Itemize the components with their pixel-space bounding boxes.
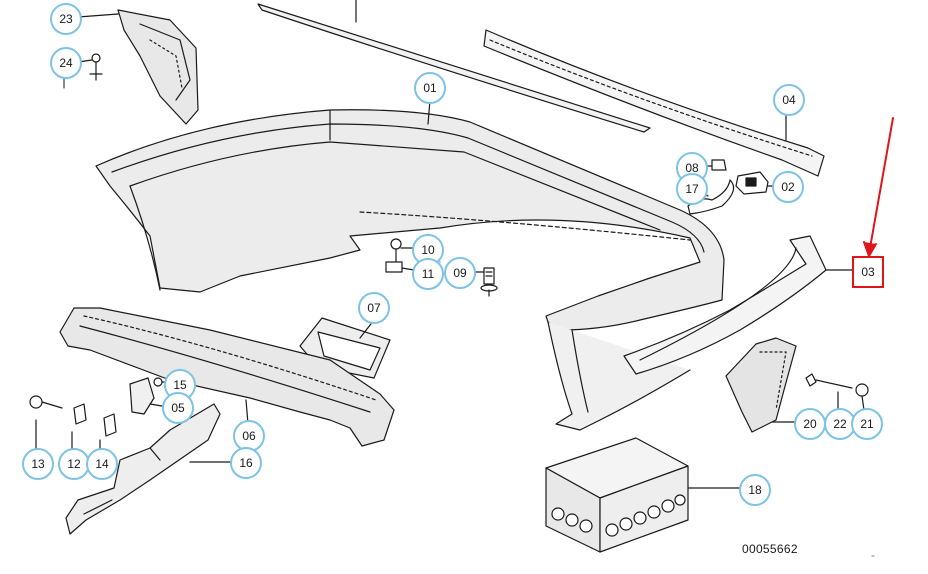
nut-21 [855, 383, 869, 411]
callout-16[interactable]: 16 [230, 447, 262, 479]
wheel-arch-trim-left [77, 9, 199, 125]
bracket-02 [735, 171, 775, 195]
callout-05[interactable]: 05 [162, 392, 194, 424]
callout-09[interactable]: 09 [444, 257, 476, 289]
document-number: 00055662 [742, 542, 798, 556]
clip-12 [71, 403, 87, 451]
callout-23[interactable]: 23 [50, 3, 82, 35]
callout-18[interactable]: 18 [739, 474, 771, 506]
callout-07[interactable]: 07 [358, 292, 390, 324]
upper-rim-strip [257, 0, 651, 133]
absorber-cells [551, 494, 686, 537]
screw-10 [390, 238, 415, 263]
screw-24 [77, 53, 103, 81]
clip-14 [99, 413, 117, 451]
lower-shield-16 [65, 403, 231, 535]
callout-13[interactable]: 13 [22, 448, 54, 480]
retainer-05 [129, 377, 163, 415]
clip-08 [701, 159, 727, 171]
callout-03[interactable]: 03 [852, 256, 884, 288]
highlight-arrow [863, 117, 894, 257]
nut-clip-11 [385, 261, 415, 273]
callout-24[interactable]: 24 [50, 47, 82, 79]
callout-02[interactable]: 02 [772, 171, 804, 203]
callout-14[interactable]: 14 [86, 448, 118, 480]
callout-20[interactable]: 20 [794, 408, 826, 440]
callout-04[interactable]: 04 [773, 84, 805, 116]
bolt-13 [29, 395, 63, 451]
callout-17[interactable]: 17 [676, 173, 708, 205]
callout-06[interactable]: 06 [233, 420, 265, 452]
callout-22[interactable]: 22 [824, 408, 856, 440]
impact-absorber-18 [545, 437, 741, 553]
side-trim-strip-03 [623, 235, 855, 375]
callout-01[interactable]: 01 [414, 72, 446, 104]
bumper-strip-top [483, 29, 825, 177]
rear-bumper-cover [95, 99, 725, 431]
callout-21[interactable]: 21 [851, 408, 883, 440]
callout-11[interactable]: 11 [412, 258, 444, 290]
expanding-rivet-09 [473, 267, 498, 297]
wheel-arch-trim-right [725, 337, 797, 433]
bolt-22 [805, 373, 853, 411]
